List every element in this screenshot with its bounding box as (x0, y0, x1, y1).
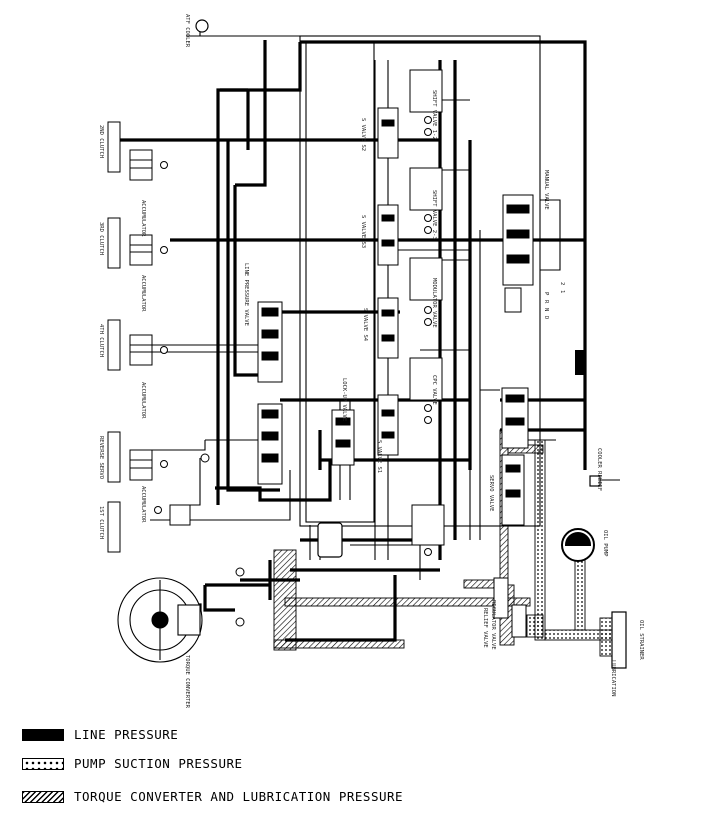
label-range-2: 2 (559, 282, 565, 285)
clutch-and-accumulator-group (107, 121, 245, 627)
label-clutch-1: 2ND CLUTCH (98, 125, 104, 158)
label-clutch-5: 1ST CLUTCH (98, 506, 104, 539)
label-modulator: MODULATOR VALVE (431, 278, 437, 328)
legend-label-torque-converter: TORQUE CONVERTER AND LUBRICATION PRESSUR… (74, 789, 404, 804)
label-lube: LUBRICATION (610, 660, 616, 696)
label-range-p: P (543, 292, 549, 296)
label-cooler-relief: COOLER RELIEF (596, 448, 602, 491)
label-s-valve-3: S VALVE S4 (362, 308, 368, 342)
label-line-pressure-valve: LINE PRESSURE VALVE (243, 263, 249, 326)
label-range-n: N (543, 308, 549, 311)
line-pressure-joint (575, 350, 585, 375)
legend-swatch-pump-suction (22, 758, 64, 770)
label-relief-valve: RELIEF VALVE (482, 608, 488, 648)
legend-pump-suction-pressure: PUMP SUCTION PRESSURE (22, 756, 682, 774)
label-s-valve-1: S VALVE S2 (360, 118, 366, 151)
label-accumulator-4: ACCUMULATOR (140, 486, 146, 523)
label-servo-valve: SERVO VALVE (488, 475, 494, 511)
label-manual-valve: MANUAL VALVE (543, 170, 549, 210)
legend-label-line-pressure: LINE PRESSURE (74, 727, 179, 742)
label-torque-converter: TORQUE CONVERTER (184, 655, 190, 709)
legend-line-pressure: LINE PRESSURE (22, 727, 682, 745)
label-regulator-valve: REGULATOR VALVE (490, 600, 496, 650)
label-strainer: OIL STRAINER (638, 620, 644, 660)
label-range-d: D (543, 316, 549, 319)
label-cpc-valve: CPC VALVE (431, 375, 437, 405)
torque-converter (117, 577, 203, 663)
label-clutch-4: REVERSE SERVO (98, 436, 104, 479)
label-shift-valve-b: SHIFT VALVE 2-3 (431, 190, 437, 240)
legend-swatch-line-pressure (22, 729, 64, 741)
label-accumulator-3: ACCUMULATOR (140, 382, 146, 419)
label-shift-valve-a: SHIFT VALVE 1-2 (431, 90, 437, 140)
valve-stack-center (377, 69, 445, 556)
valve-stack-right (493, 194, 534, 638)
label-accumulator-1: ACCUMULATOR (140, 200, 146, 237)
label-cooler: ATF COOLER (184, 14, 190, 48)
label-s-valve-4: S VALVE S1 (376, 440, 382, 473)
label-clutch-2: 3RD CLUTCH (98, 222, 104, 255)
label-clutch-3: 4TH CLUTCH (98, 324, 104, 357)
legend-label-pump-suction: PUMP SUCTION PRESSURE (74, 756, 243, 771)
label-range-1: 1 (559, 290, 565, 293)
spool-valve-group-left (257, 301, 355, 485)
legend-torque-converter-lubrication: TORQUE CONVERTER AND LUBRICATION PRESSUR… (22, 789, 682, 807)
hydraulic-circuit-diagram: LINE PRESSURE VALVE S VALVE S2 S VALVE S… (98, 14, 644, 709)
oil-pump (561, 528, 595, 562)
legend-swatch-torque-converter (22, 791, 64, 803)
line-pressure-passages (120, 40, 587, 642)
oil-strainer (611, 611, 627, 669)
label-lockup-valve: LOCK-UP VALVE (341, 378, 347, 421)
label-accumulator-2: ACCUMULATOR (140, 275, 146, 312)
cooler-element (195, 19, 601, 558)
label-s-valve-2: S VALVE S3 (360, 215, 366, 248)
component-labels: LINE PRESSURE VALVE S VALVE S2 S VALVE S… (98, 14, 644, 709)
label-pump: OIL PUMP (602, 530, 608, 557)
label-range-r: R (543, 300, 549, 304)
